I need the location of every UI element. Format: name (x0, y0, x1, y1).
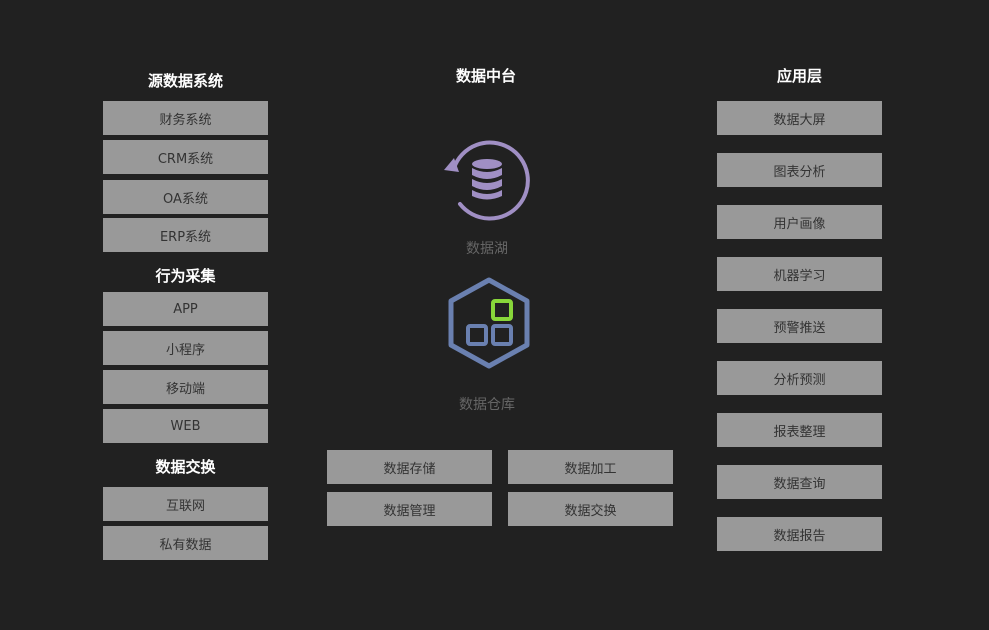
app-item-big-screen: 数据大屏 (717, 101, 882, 135)
function-item-exchange: 数据交换 (508, 492, 673, 526)
section-title-behavior-collection: 行为采集 (155, 267, 216, 285)
data-warehouse-icon (448, 277, 530, 369)
function-item-processing: 数据加工 (508, 450, 673, 484)
data-warehouse-label: 数据仓库 (459, 397, 515, 413)
app-item-user-profile: 用户画像 (717, 205, 882, 239)
function-item-management: 数据管理 (327, 492, 492, 526)
behavior-item-mobile: 移动端 (103, 370, 268, 404)
app-item-machine-learning: 机器学习 (717, 257, 882, 291)
center-title: 数据中台 (455, 67, 516, 85)
app-item-report-organize: 报表整理 (717, 413, 882, 447)
source-item-oa: OA系统 (103, 180, 268, 214)
app-item-data-report: 数据报告 (717, 517, 882, 551)
behavior-item-app: APP (103, 292, 268, 326)
source-item-finance: 财务系统 (103, 101, 268, 135)
behavior-item-web: WEB (103, 409, 268, 443)
exchange-item-internet: 互联网 (103, 487, 268, 521)
data-lake-label: 数据湖 (466, 241, 508, 257)
section-title-source-systems: 源数据系统 (147, 72, 223, 90)
app-item-forecast: 分析预测 (717, 361, 882, 395)
data-lake-icon (444, 140, 530, 221)
behavior-item-miniprogram: 小程序 (103, 331, 268, 365)
app-item-data-query: 数据查询 (717, 465, 882, 499)
source-item-crm: CRM系统 (103, 140, 268, 174)
app-item-alert-push: 预警推送 (717, 309, 882, 343)
right-title: 应用层 (776, 67, 822, 85)
function-item-storage: 数据存储 (327, 450, 492, 484)
section-title-data-exchange: 数据交换 (155, 458, 216, 476)
exchange-item-private-data: 私有数据 (103, 526, 268, 560)
source-item-erp: ERP系统 (103, 218, 268, 252)
app-item-chart-analysis: 图表分析 (717, 153, 882, 187)
